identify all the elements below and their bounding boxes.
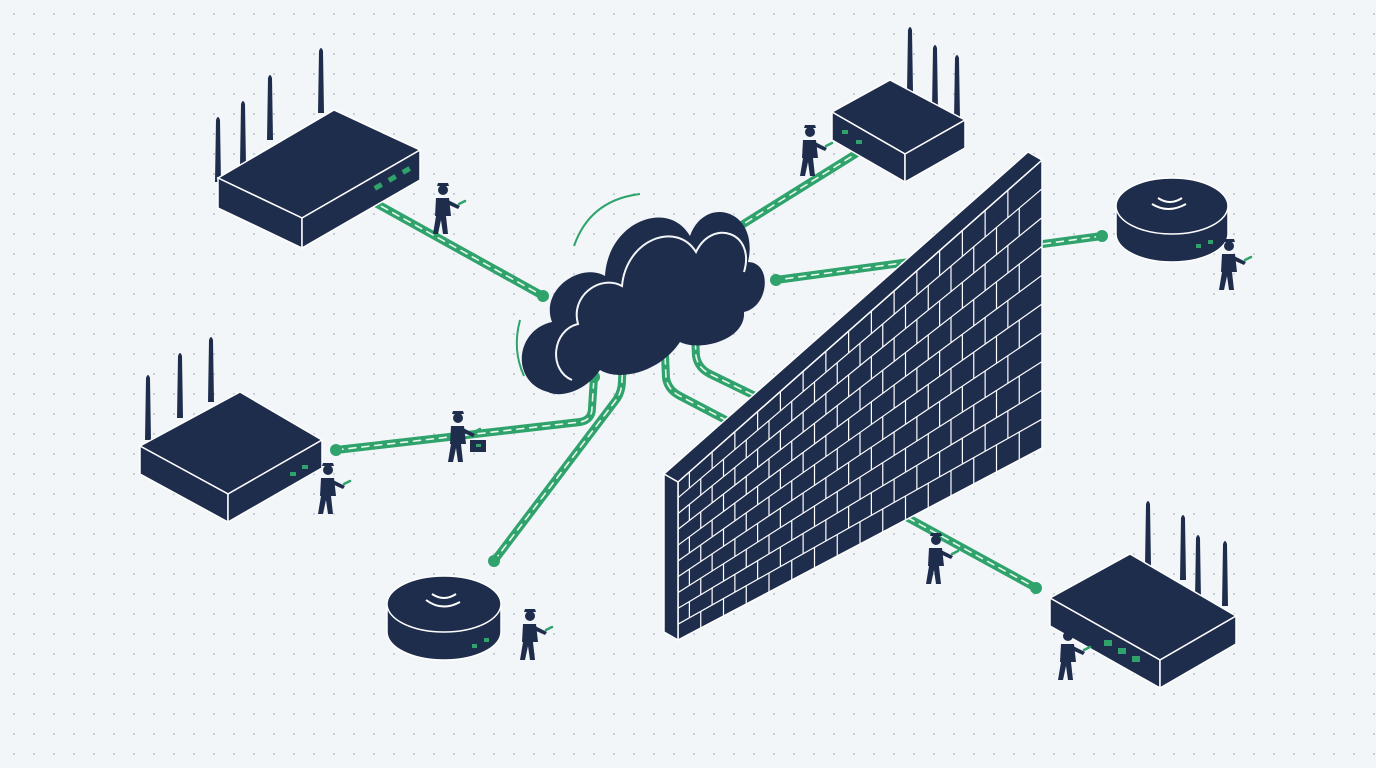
- router-bottom-right: [1050, 501, 1236, 688]
- technician-6: [520, 609, 552, 660]
- cloud-icon: [517, 194, 765, 394]
- technician-3: [1219, 239, 1251, 290]
- access-point-bottom: [387, 576, 501, 660]
- router-top-left: [215, 48, 420, 248]
- cable-top-right: [737, 150, 862, 228]
- technician-1: [433, 183, 465, 234]
- access-point-right: [1116, 178, 1228, 262]
- cable-top-left: [370, 200, 543, 296]
- technician-5: [318, 463, 350, 514]
- router-mid-left: [140, 337, 322, 522]
